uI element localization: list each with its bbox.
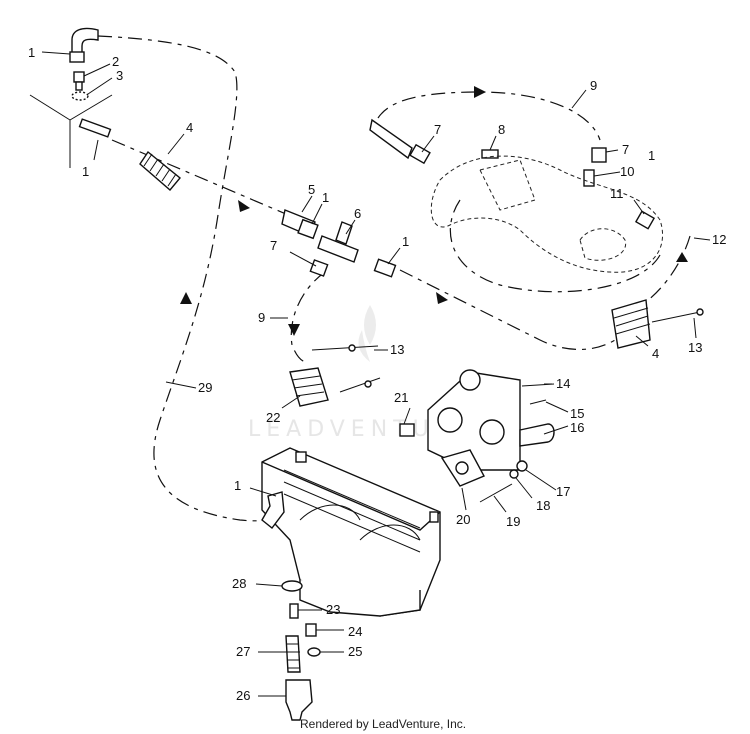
callout: 20 [456,512,470,527]
callout: 2 [112,54,119,69]
callout: 27 [236,644,250,659]
tie-strap-13-right [651,308,704,323]
callout: 1 [28,45,35,60]
callout: 22 [266,410,280,425]
hose-22 [289,367,329,407]
leader-lines [41,51,711,697]
callout: 21 [394,390,408,405]
callout: 9 [590,78,597,93]
hose-29-left [153,214,276,522]
plug-24 [305,623,317,637]
callout: 26 [236,688,250,703]
callout: 9 [258,310,265,325]
washer-25 [307,647,321,657]
callout: 1 [648,148,655,163]
callouts: 1 2 3 4 1 5 1 6 7 1 9 7 8 7 10 1 11 12 9… [28,45,726,703]
flow-arrow [474,86,486,98]
water-manifold-16 [427,369,555,471]
callout: 10 [620,164,634,179]
exhaust-manifold-ghost [430,155,664,273]
hose-7-top [369,118,431,165]
bolt-19 [479,483,513,503]
gasket-20 [440,449,485,487]
callout: 13 [390,342,404,357]
callout: 25 [348,644,362,659]
tie-strap-13 [311,344,381,393]
callout: 7 [434,122,441,137]
callout: 7 [270,238,277,253]
hose-1-block [261,491,285,529]
callout: 11 [610,186,624,201]
flow-arrow [436,292,448,304]
callout: 4 [186,120,193,135]
hose-to-coil [399,269,616,350]
callout: 4 [652,346,659,361]
clamp-11 [634,210,656,230]
hose-main-diag [111,139,301,221]
callout: 7 [622,142,629,157]
fitting-10 [583,169,595,187]
hose-routes [97,35,691,522]
callout: 1 [402,234,409,249]
callout: 8 [498,122,505,137]
hull-corner [29,94,113,168]
callout: 5 [308,182,315,197]
nipple-1 [78,118,112,138]
washer-17 [516,460,528,472]
coil-hose-4-right [611,299,651,349]
callout: 12 [712,232,726,247]
flow-arrow [288,324,300,336]
tee-fitting-6 [317,221,359,263]
fitting-7-right [591,147,607,163]
callout: 17 [556,484,570,499]
hose-top-loop [97,35,238,216]
fitting-2 [73,71,85,91]
callout: 13 [688,340,702,355]
callout: 16 [570,420,584,435]
callout: 6 [354,206,361,221]
callout: 1 [322,190,329,205]
sensor-23 [289,603,299,619]
flow-arrow [676,252,688,262]
clamp-1 [297,218,319,240]
hose-9-top [377,91,601,141]
gasket-28 [281,580,303,592]
fitting-21 [399,423,415,437]
callout: 1 [82,164,89,179]
callout: 18 [536,498,550,513]
spring-27 [285,635,301,673]
flow-arrow [238,200,250,212]
hose-loop-bottom [449,199,661,293]
cylinder-block [261,447,441,617]
washer-18 [509,469,519,479]
clamp-1-right [373,258,397,278]
callout: 24 [348,624,362,639]
callout: 23 [326,602,340,617]
callout: 1 [234,478,241,493]
flow-arrow [180,292,192,304]
callout: 3 [116,68,123,83]
washer-3 [71,91,89,101]
switch-26 [285,679,313,721]
callout: 19 [506,514,520,529]
callout: 28 [232,576,246,591]
callout: 15 [570,406,584,421]
credit-text: Rendered by LeadVenture, Inc. [300,717,466,731]
callout: 29 [198,380,212,395]
hose-elbow-1 [69,27,99,63]
callout: 14 [556,376,570,391]
coil-hose-4 [139,150,181,191]
clamp-7 [309,259,329,277]
hose-9-left [290,271,326,363]
bolt-15 [529,399,547,405]
